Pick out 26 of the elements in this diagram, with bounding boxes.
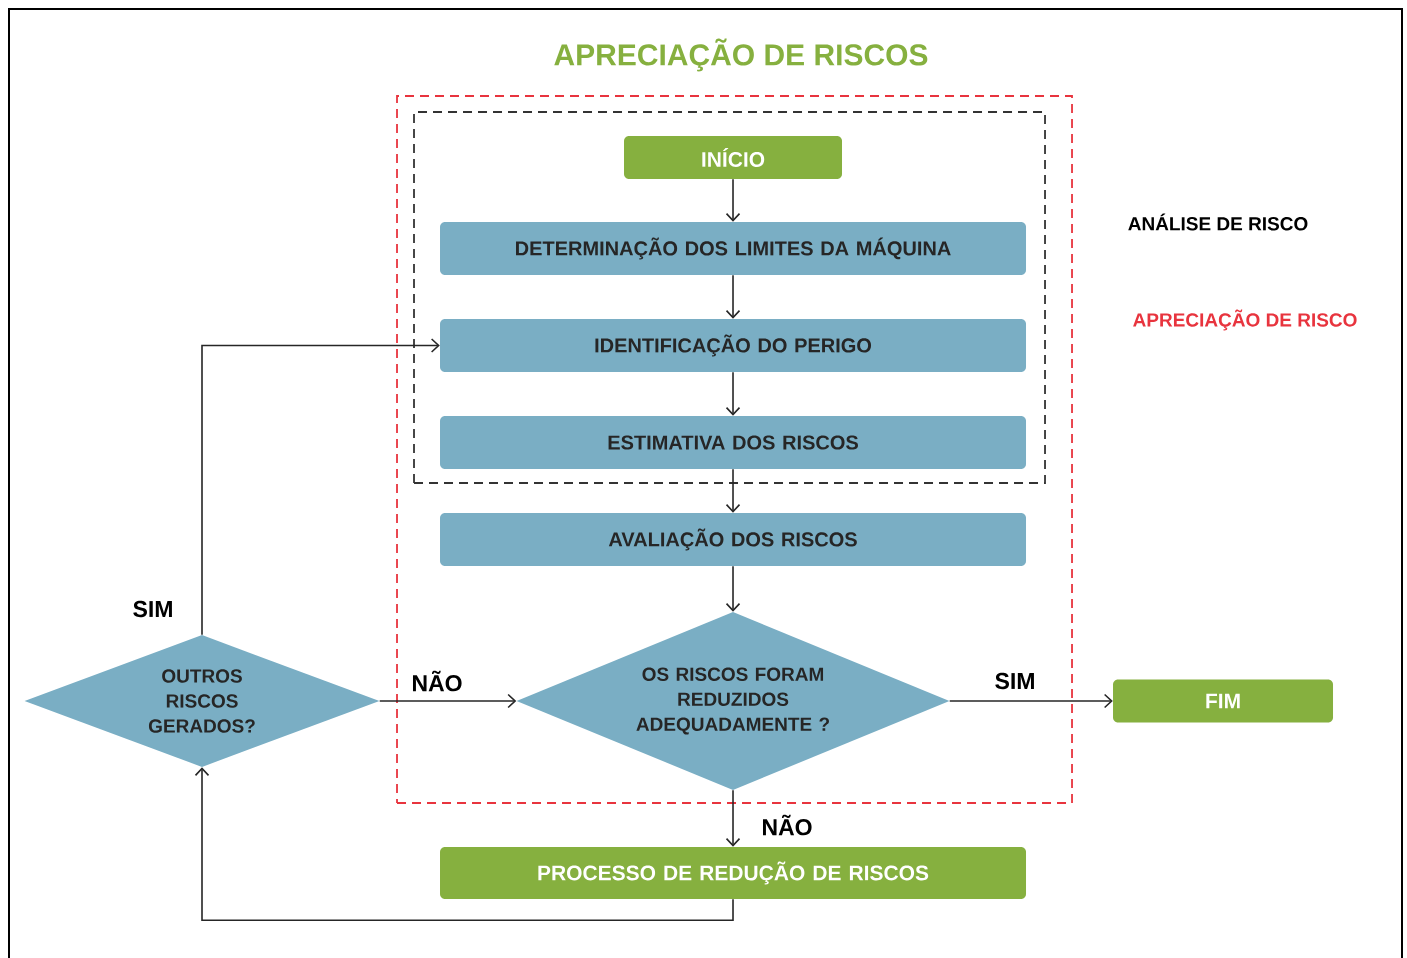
terminal-box: FIM	[1113, 679, 1333, 723]
terminal-box: PROCESSO DE REDUÇÃO DE RISCOS	[440, 847, 1026, 899]
arrow	[378, 693, 517, 709]
arrow	[725, 468, 741, 513]
title: APRECIAÇÃO DE RISCOS	[554, 38, 928, 72]
dashed-frame	[396, 95, 1073, 804]
arrow	[725, 371, 741, 416]
arrow	[725, 178, 741, 222]
process-box: DETERMINAÇÃO DOS LIMITES DA MÁQUINA	[440, 222, 1026, 275]
arrow	[725, 789, 741, 847]
arrow	[725, 565, 741, 612]
arrow	[201, 338, 440, 636]
edge-label: NÃO	[760, 813, 814, 837]
terminal-box: INÍCIO	[624, 136, 842, 179]
process-box: IDENTIFICAÇÃO DO PERIGO	[440, 319, 1026, 372]
edge-label: NÃO	[410, 669, 464, 693]
dashed-frame	[413, 111, 1046, 484]
arrow	[194, 767, 734, 921]
process-box: AVALIAÇÃO DOS RISCOS	[440, 513, 1026, 566]
arrow	[948, 693, 1113, 709]
legend-text: APRECIAÇÃO DE RISCO	[1133, 309, 1357, 331]
process-box: ESTIMATIVA DOS RISCOS	[440, 416, 1026, 469]
edge-label: SIM	[993, 671, 1037, 691]
arrow	[725, 274, 741, 319]
legend-text: ANÁLISE DE RISCO	[1128, 213, 1308, 231]
edge-label: SIM	[131, 599, 175, 619]
